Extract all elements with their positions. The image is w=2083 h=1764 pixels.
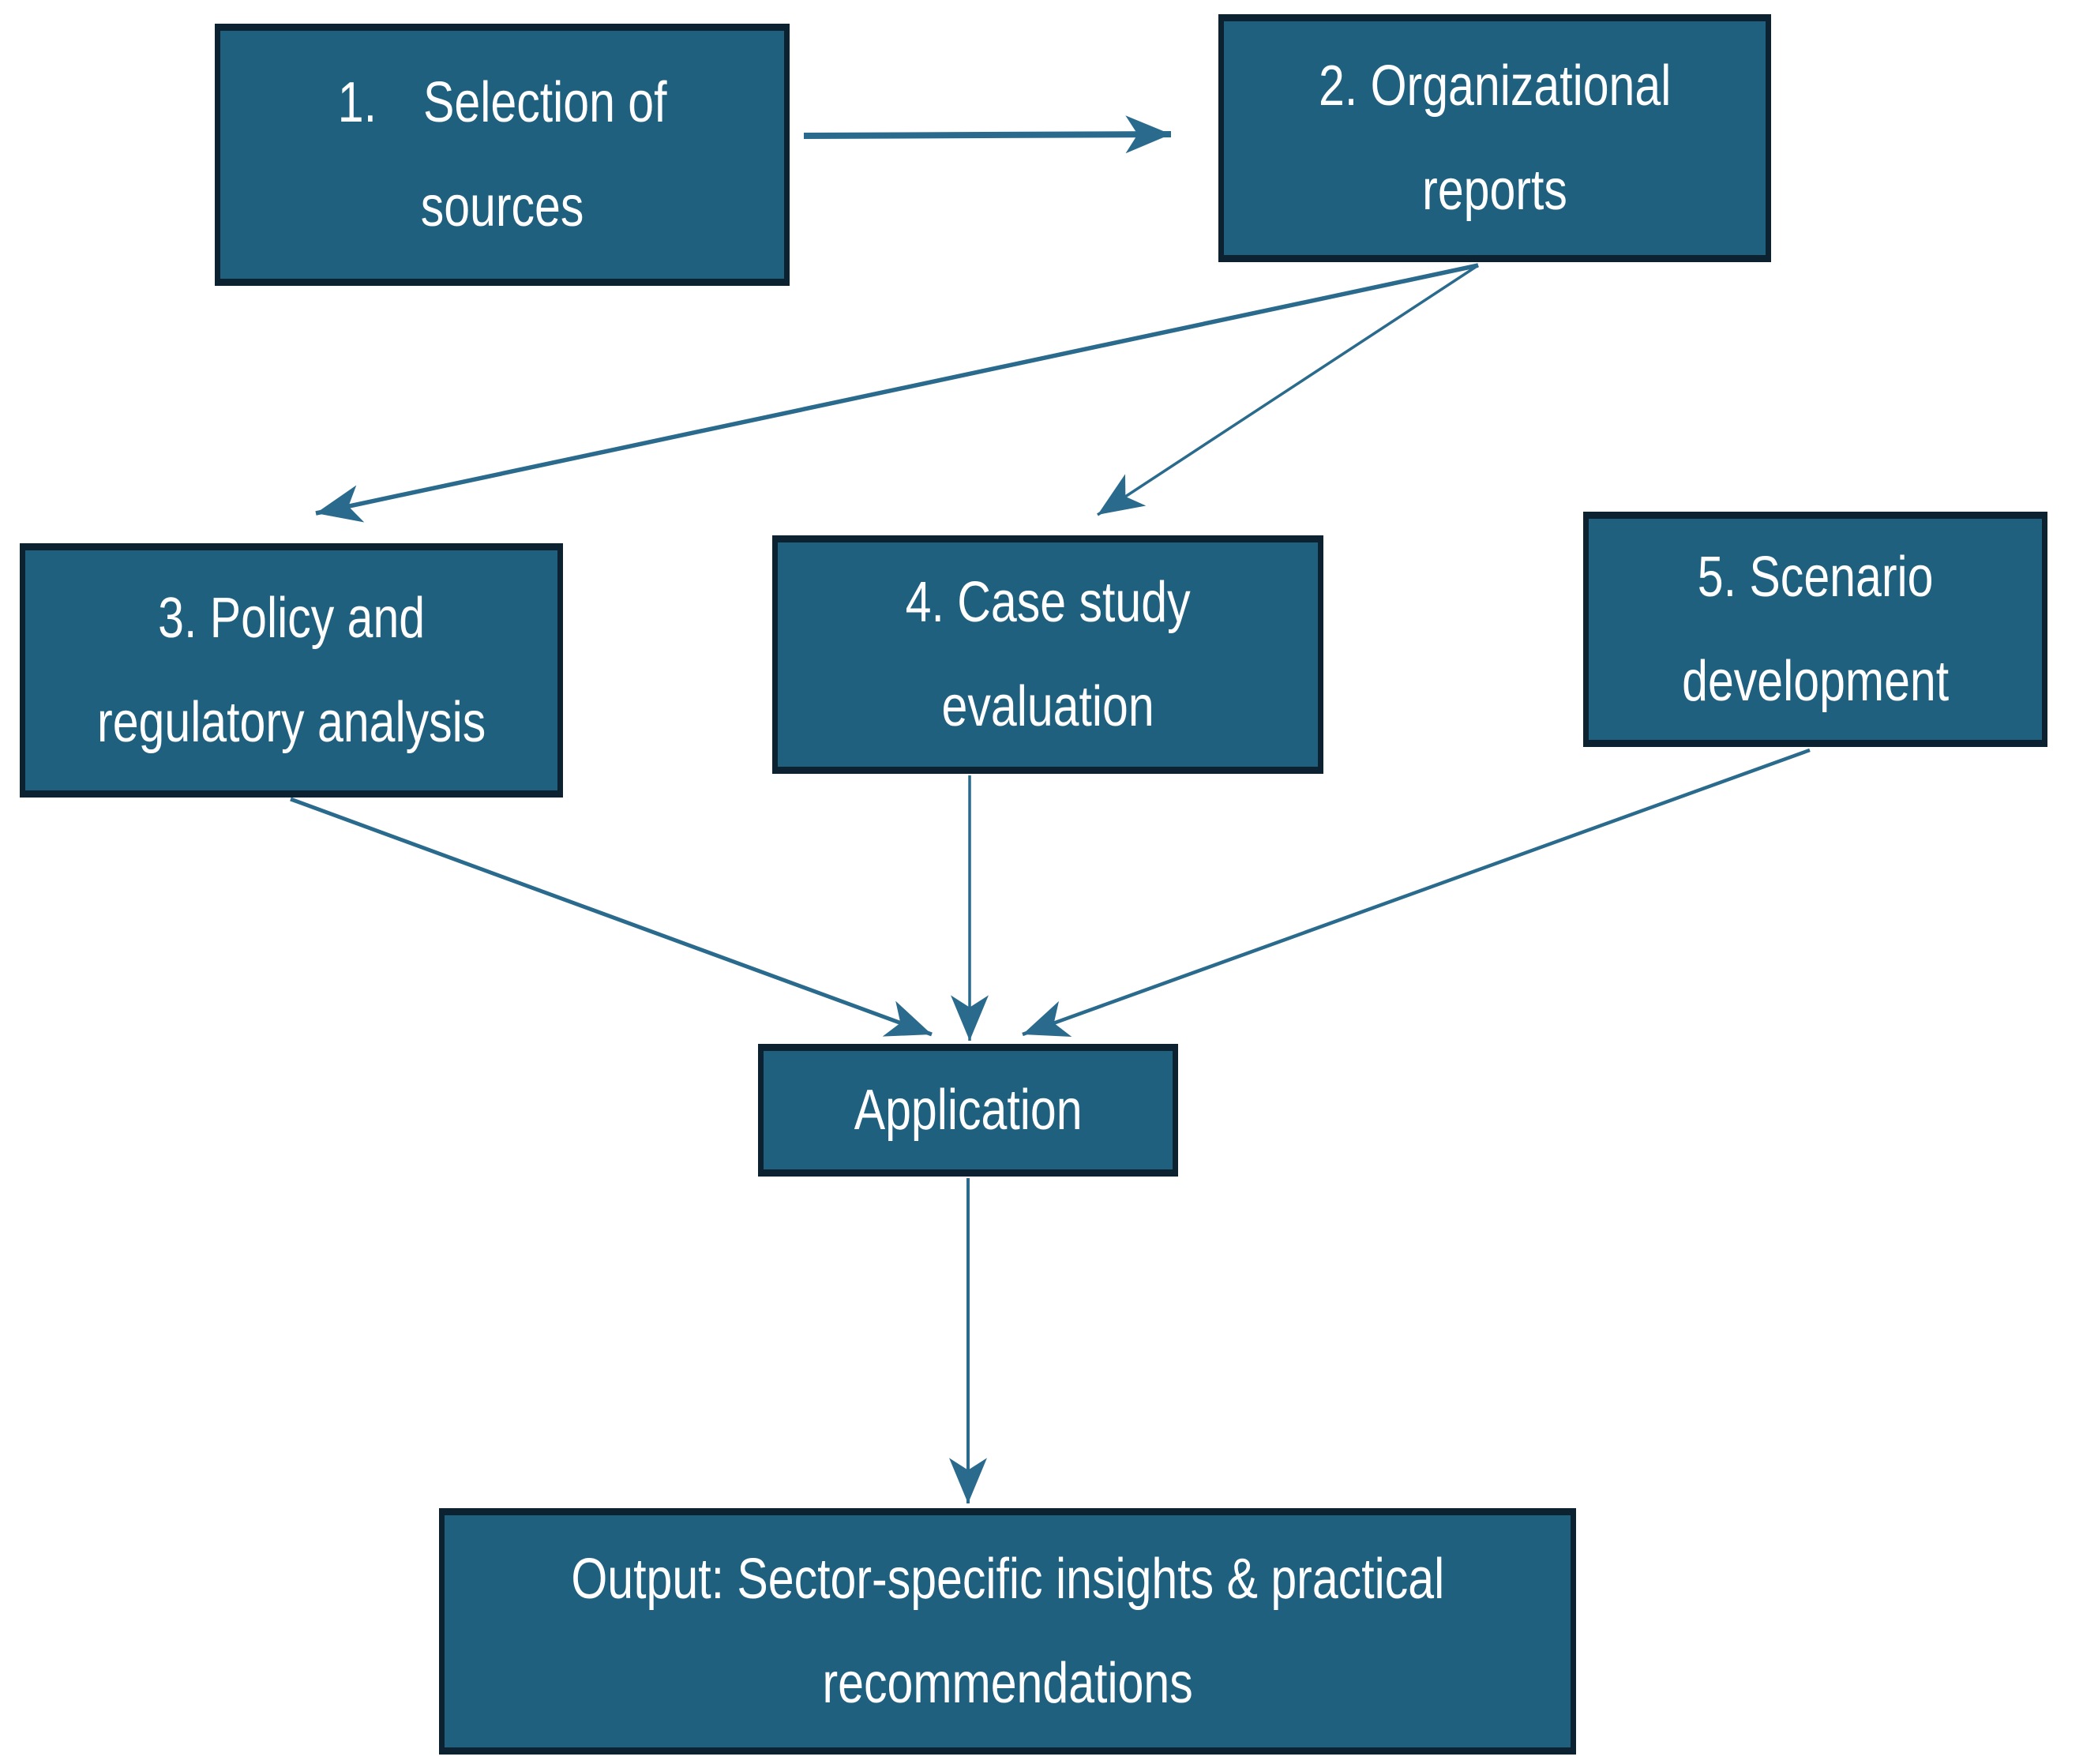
node-label-line: regulatory analysis	[96, 691, 486, 754]
arrow-sources-to-reports	[803, 115, 1172, 154]
node-label-line: reports	[1422, 159, 1567, 222]
node-policy-regulatory-analysis: 3. Policy and regulatory analysis	[20, 543, 563, 798]
node-label-line: recommendations	[822, 1652, 1193, 1715]
node-label-line: Output: Sector-specific insights & pract…	[571, 1548, 1444, 1611]
node-label-line: Application	[854, 1079, 1083, 1142]
node-output: Output: Sector-specific insights & pract…	[439, 1508, 1576, 1755]
node-label-line: 5. Scenario	[1697, 546, 1934, 609]
node-label-line: 3. Policy and	[157, 587, 426, 650]
node-selection-of-sources: 1. Selection of sources	[215, 24, 790, 286]
node-label-line: sources	[420, 175, 584, 238]
node-label-line: evaluation	[941, 675, 1154, 738]
node-application: Application	[758, 1044, 1178, 1177]
node-label-line: 4. Case study	[905, 571, 1191, 634]
arrow-reports-to-casestudy	[1097, 264, 1479, 516]
node-organizational-reports: 2. Organizational reports	[1218, 14, 1771, 262]
node-case-study-evaluation: 4. Case study evaluation	[772, 535, 1323, 774]
arrow-scenario-to-application	[1022, 748, 1811, 1038]
node-label-line: development	[1681, 650, 1950, 713]
arrow-policy-to-application	[290, 797, 933, 1037]
arrow-reports-to-policy	[315, 263, 1479, 523]
node-label-line: 2. Organizational	[1318, 54, 1672, 118]
node-label-line: 1. Selection of	[337, 71, 667, 134]
node-scenario-development: 5. Scenario development	[1583, 512, 2047, 747]
